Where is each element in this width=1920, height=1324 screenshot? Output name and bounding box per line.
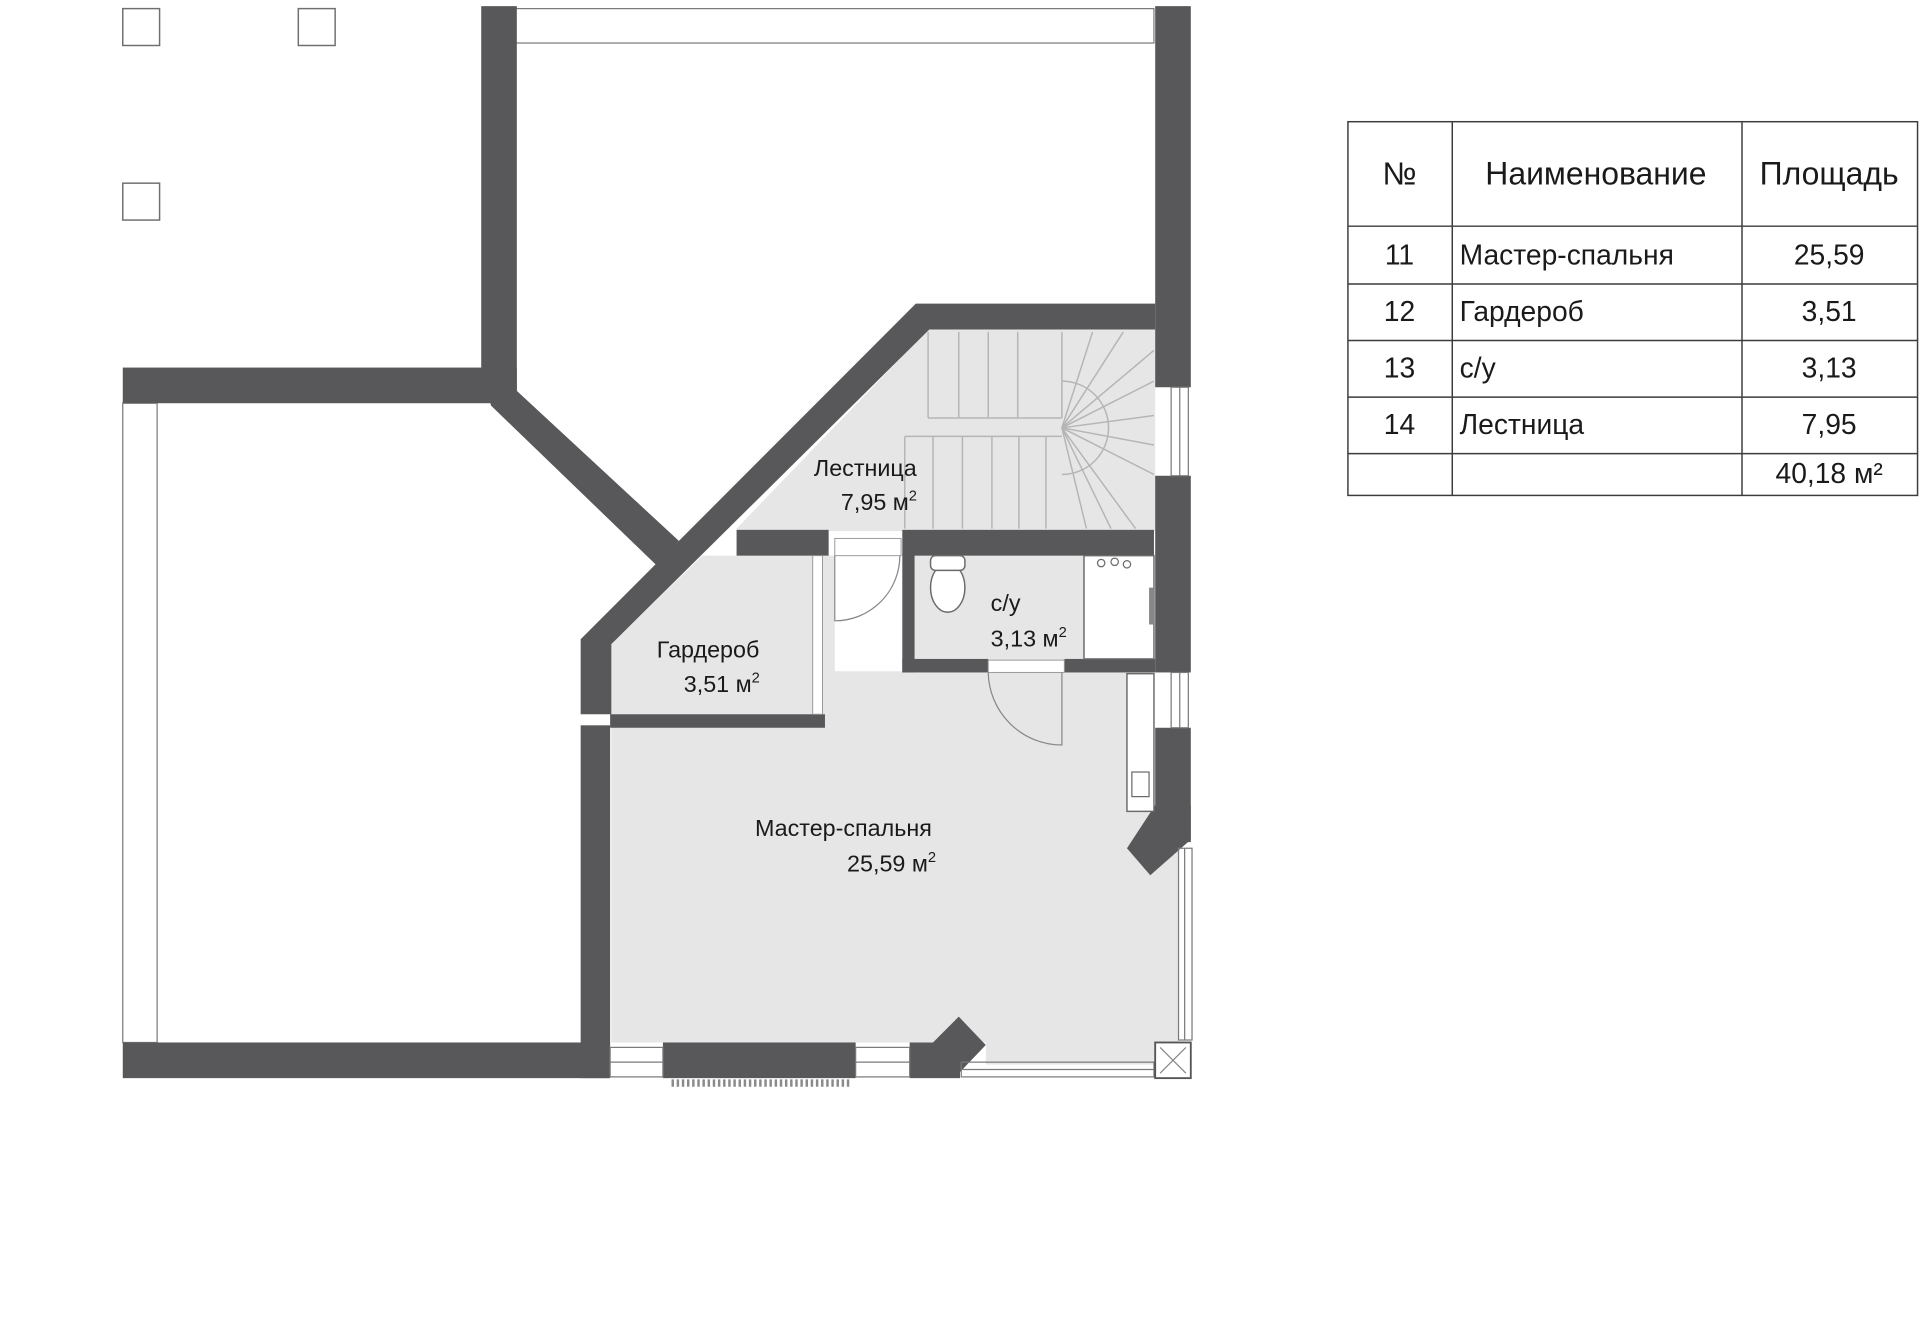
radiator-fin (821, 1079, 824, 1087)
windows (609, 386, 1193, 1080)
walls (122, 6, 1191, 1079)
radiator-fin (790, 1079, 793, 1087)
radiator-fin (764, 1079, 767, 1087)
top-terrace-outline (514, 7, 1155, 44)
radiator-fin (831, 1079, 834, 1087)
table-cell-number: 14 (1384, 408, 1415, 440)
radiator-fin (712, 1079, 716, 1087)
shower-tray-icon (1083, 554, 1155, 660)
radiator-fin (723, 1079, 726, 1087)
room-name-bathroom: с/у (991, 590, 1021, 616)
room-area-wardrobe: 3,51 м2 (684, 670, 760, 697)
radiator-fin (795, 1079, 798, 1087)
table-header-name: Наименование (1485, 155, 1706, 191)
radiator-fin (810, 1079, 814, 1087)
radiator (671, 1079, 850, 1087)
radiator-fin (759, 1079, 762, 1087)
room-name-master-bedroom: Мастер-спальня (755, 815, 932, 841)
table-cell-number: 11 (1385, 238, 1414, 270)
radiator-fin (697, 1079, 700, 1087)
stair-tread (1061, 331, 1094, 429)
stair-handrail (1061, 380, 1110, 476)
stair-tread (1061, 331, 1124, 429)
radiator-fin (702, 1079, 705, 1087)
radiator-fin (676, 1079, 680, 1087)
outer-terrace-outline (122, 402, 158, 1044)
room-floors (611, 329, 1179, 1065)
table-cell-area: 25,59 (1794, 238, 1865, 270)
radiator-fin (779, 1079, 783, 1087)
radiator-fin (769, 1079, 772, 1087)
stair-tread (1061, 380, 1155, 429)
radiator-fin (800, 1079, 803, 1087)
table-cell-name: с/у (1460, 351, 1497, 383)
marker-square (297, 7, 336, 47)
master-bedroom-floor (611, 555, 1179, 1065)
radiator-fin (748, 1079, 752, 1087)
radiator-fin (805, 1079, 809, 1087)
marker-square (122, 182, 161, 221)
table-cell-number: 12 (1384, 295, 1415, 327)
stair-tread (1061, 427, 1137, 530)
staircase (904, 331, 1155, 530)
radiator-fin (841, 1079, 845, 1087)
room-area-stairs: 7,95 м2 (841, 488, 917, 515)
table-cell-area: 3,51 (1802, 295, 1857, 327)
table-cell-area: 7,95 (1802, 408, 1857, 440)
table-header-area: Площадь (1760, 155, 1899, 191)
radiator-fin (743, 1079, 747, 1087)
table-cell-name: Лестница (1460, 408, 1585, 440)
radiator-fin (717, 1079, 721, 1087)
room-area-bathroom: 3,13 м2 (991, 625, 1067, 652)
stair-tread (1061, 427, 1088, 529)
area-table: № Наименование Площадь 11 Мастер-спальня… (1347, 120, 1919, 497)
table-frame (1347, 120, 1919, 497)
stairs-floor (736, 329, 1156, 532)
radiator-fin (728, 1079, 731, 1087)
radiator-fin (815, 1079, 819, 1087)
radiator-fin (754, 1079, 757, 1087)
wardrobe-cabinet-icon (1126, 672, 1155, 813)
bathroom-fixtures (929, 554, 1155, 813)
stair-tread (1061, 427, 1155, 476)
wardrobe-floor (611, 555, 823, 715)
radiator-fin (686, 1079, 690, 1087)
radiator-fin (707, 1079, 711, 1087)
stair-tread (1061, 427, 1112, 529)
radiator-fin (826, 1079, 829, 1087)
radiator-fin (774, 1079, 778, 1087)
radiator-fin (846, 1079, 850, 1087)
radiator-fin (738, 1079, 741, 1087)
radiator-fin (784, 1079, 788, 1087)
table-cell-number: 13 (1384, 351, 1415, 383)
table-cell-name: Гардероб (1460, 295, 1584, 327)
table-cell-area: 3,13 (1802, 351, 1857, 383)
room-area-master-bedroom: 25,59 м2 (847, 850, 936, 877)
radiator-fin (836, 1079, 839, 1087)
radiator-fin (733, 1079, 736, 1087)
table-total-area: 40,18 м² (1776, 457, 1883, 489)
radiator-fin (692, 1079, 695, 1087)
radiator-fin (681, 1079, 685, 1087)
marker-square (122, 7, 161, 47)
room-name-stairs: Лестница (814, 455, 917, 481)
room-name-wardrobe: Гардероб (657, 637, 760, 663)
table-header-number: № (1382, 155, 1416, 191)
stair-tread (1061, 349, 1155, 429)
room-labels: Лестница 7,95 м2 Гардероб 3,51 м2 с/у 3,… (657, 455, 1067, 877)
doors (812, 537, 1065, 746)
radiator-fin (671, 1079, 674, 1087)
table-cell-name: Мастер-спальня (1460, 238, 1674, 270)
